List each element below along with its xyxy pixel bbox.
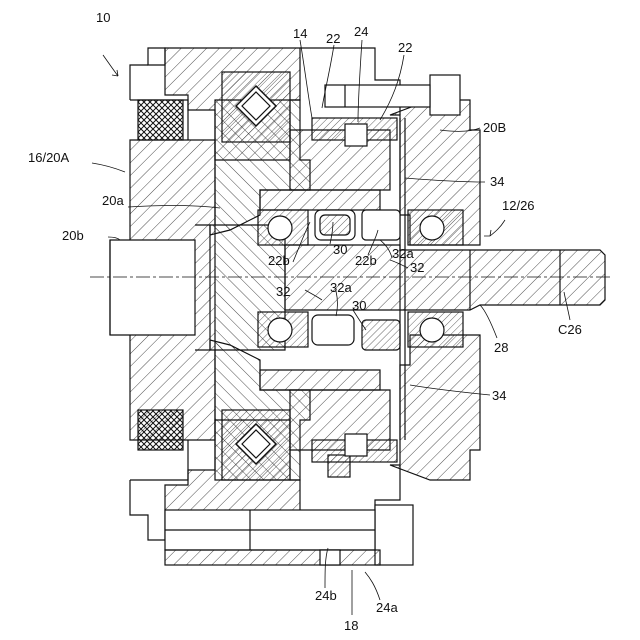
label-22-left: 22 [326,31,340,46]
label-14: 14 [293,26,307,41]
label-30-lower: 30 [352,298,366,313]
label-10: 10 [96,10,110,25]
label-c26: C26 [558,322,582,337]
hub-center [260,190,380,210]
label-24a: 24a [376,600,398,615]
roller-30-lower-b [362,320,400,350]
label-30-upper: 30 [333,242,347,257]
label-20b-lower: 20b [62,228,84,243]
label-32a-lower: 32a [330,280,352,295]
label-22b-left: 22b [268,253,290,268]
label-12-26: 12/26 [502,198,535,213]
housing-20b-lower [390,335,480,480]
label-32a-upper: 32a [392,246,414,261]
label-24-top: 24 [354,24,368,39]
label-22-right: 22 [398,40,412,55]
seal-upper [138,100,183,140]
label-32-upper: 32 [410,260,424,275]
label-34-lower: 34 [492,388,506,403]
label-20a: 20a [102,193,124,208]
roller-30-upper-b [362,210,400,240]
roller-30-lower-a [312,315,354,345]
label-22b-mid: 22b [355,253,377,268]
label-18: 18 [344,618,358,633]
bolt-top-head [430,75,460,115]
label-28: 28 [494,340,508,355]
label-20b: 20B [483,120,506,135]
label-32-left: 32 [276,284,290,299]
label-24b: 24b [315,588,337,603]
bolt-lower-head [375,505,413,565]
seal-lower [138,410,183,450]
label-16-20a: 16/20A [28,150,70,165]
bolt-top-shaft [325,85,430,107]
input-bore [110,240,195,335]
label-34-upper: 34 [490,174,504,189]
